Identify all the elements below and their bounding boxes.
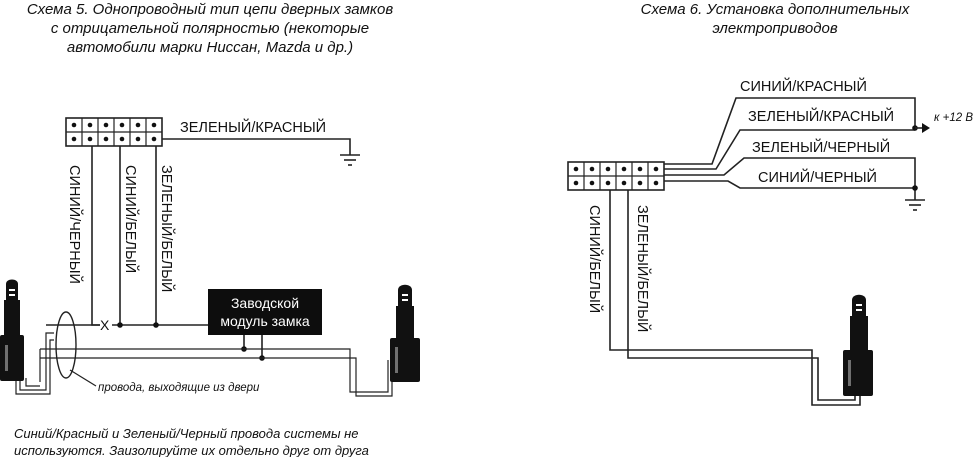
junction-dot bbox=[912, 185, 918, 191]
label-blue-white: СИНИЙ/БЕЛЫЙ bbox=[122, 165, 140, 273]
diagram5-caption-line: автомобили марки Ниссан, Mazda и др.) bbox=[66, 39, 354, 56]
factory-lock-module: Заводской модуль замка bbox=[208, 289, 322, 335]
diagram6: к +12 В СИНИЙ/КРАСНЫЙ ЗЕЛЕНЫЙ/КРАСНЫЙ ЗЕ… bbox=[567, 77, 973, 406]
label-blue-black: СИНИЙ/ЧЕРНЫЙ bbox=[758, 168, 877, 186]
diagram6-caption: Схема 6. Установка дополнительных электр… bbox=[610, 0, 940, 38]
bottom-note-line: используются. Заизолируйте их отдельно д… bbox=[14, 443, 369, 457]
module-label-line: модуль замка bbox=[220, 313, 310, 329]
door-wires-marker bbox=[55, 311, 77, 379]
green-white-wire bbox=[627, 190, 856, 401]
cut-mark: X bbox=[100, 317, 110, 333]
diagram5-caption-line: Схема 5. Однопроводный тип цепи дверных … bbox=[26, 1, 394, 18]
junction-dot bbox=[153, 322, 159, 328]
green-red-wire bbox=[664, 129, 915, 170]
blue-red-wire bbox=[664, 97, 916, 165]
bottom-note-line: Синий/Красный и Зеленый/Черный провода с… bbox=[14, 426, 359, 441]
connector-block bbox=[567, 161, 665, 191]
blue-black-wire bbox=[91, 146, 100, 326]
label-green-black: ЗЕЛЕНЫЙ/ЧЕРНЫЙ bbox=[752, 138, 890, 156]
diagram5: ЗЕЛЕНЫЙ/КРАСНЫЙ X СИНИЙ/ЧЕРНЫЙ СИНИЙ/БЕЛ… bbox=[0, 117, 420, 457]
diagram5-caption-line: с отрицательной полярностью (некоторые bbox=[50, 20, 370, 37]
blue-black-wire bbox=[664, 180, 916, 200]
connector-block bbox=[65, 117, 163, 147]
label-green-white: ЗЕЛЕНЫЙ/БЕЛЫЙ bbox=[634, 205, 652, 332]
note-pointer bbox=[69, 369, 97, 387]
blue-white-wire bbox=[609, 190, 861, 406]
diagram5-caption: Схема 5. Однопроводный тип цепи дверных … bbox=[0, 0, 420, 57]
lock-actuator-icon bbox=[843, 294, 873, 396]
green-red-wire bbox=[162, 138, 351, 155]
green-black-wire bbox=[664, 157, 916, 188]
ground-icon bbox=[905, 199, 925, 211]
ground-icon bbox=[340, 154, 360, 166]
label-green-red: ЗЕЛЕНЫЙ/КРАСНЫЙ bbox=[180, 118, 326, 136]
diagram6-caption-line: Схема 6. Установка дополнительных bbox=[640, 1, 910, 18]
door-harness bbox=[15, 332, 393, 397]
label-blue-red: СИНИЙ/КРАСНЫЙ bbox=[740, 77, 867, 95]
label-blue-white: СИНИЙ/БЕЛЫЙ bbox=[586, 205, 604, 313]
door-wires-note: провода, выходящие из двери bbox=[98, 382, 260, 394]
label-blue-black: СИНИЙ/ЧЕРНЫЙ bbox=[66, 165, 84, 284]
module-label-line: Заводской bbox=[231, 295, 299, 311]
arrow-icon bbox=[922, 123, 930, 133]
label-green-white: ЗЕЛЕНЫЙ/БЕЛЫЙ bbox=[158, 165, 176, 292]
label-green-red: ЗЕЛЕНЫЙ/КРАСНЫЙ bbox=[748, 107, 894, 125]
junction-dot bbox=[117, 322, 123, 328]
label-plus12: к +12 В bbox=[934, 112, 973, 124]
lock-actuator-icon bbox=[0, 279, 24, 381]
lock-actuator-icon bbox=[390, 284, 420, 382]
diagram6-caption-line: электроприводов bbox=[712, 20, 838, 37]
